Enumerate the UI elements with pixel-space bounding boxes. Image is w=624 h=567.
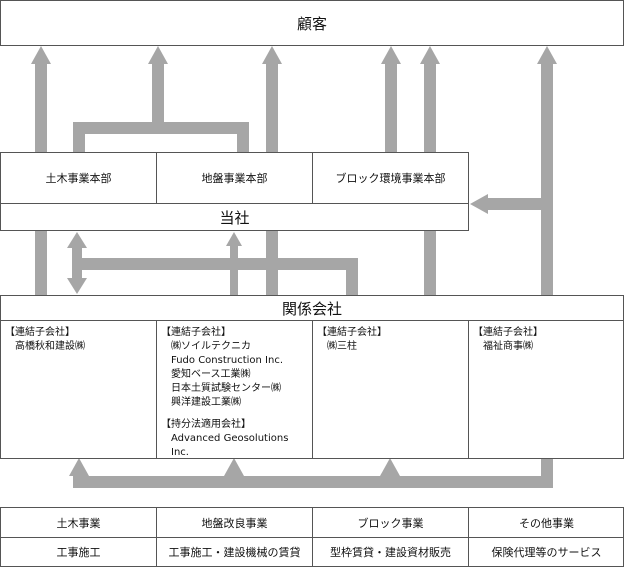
- arrow-other-to-company: [486, 198, 547, 210]
- segment-name: ブロック事業: [357, 516, 424, 530]
- elbow-left-leg: [73, 122, 85, 152]
- segment-connector: [73, 476, 553, 488]
- arrowhead-seg3: [380, 458, 400, 476]
- company-label: 当社: [219, 208, 250, 227]
- arrowhead-affiliate-customer-2: [420, 46, 440, 64]
- segment-table: 土木事業 地盤改良事業 ブロック事業 その他事業 工事施工 工事施工・建設機械の…: [0, 507, 624, 567]
- affiliate-cell-civil: 【連結子会社】 高橋秋和建設㈱: [1, 320, 156, 354]
- segment-name: 地盤改良事業: [201, 516, 268, 530]
- divider: [156, 508, 157, 566]
- affiliates-title-bar: 関係会社: [1, 296, 623, 321]
- double-arrow-shaft: [72, 246, 82, 282]
- division-label: ブロック環境事業本部: [335, 172, 446, 185]
- arrow-block-affiliate: [346, 258, 358, 296]
- elbow-right-leg: [237, 122, 249, 152]
- segment-activity: 型枠賃貸・建設資材販売: [330, 546, 451, 559]
- affiliate-cell-block: 【連結子会社】 ㈱三柱: [313, 320, 468, 354]
- affiliate-item: 日本土質試験センター㈱: [171, 383, 281, 394]
- segment-activity: 保険代理等のサービス: [491, 546, 602, 559]
- affiliates-box: 関係会社 【連結子会社】 高橋秋和建設㈱ 【連結子会社】 ㈱ソイルテクニカ Fu…: [0, 295, 624, 459]
- arrowhead-up-ground: [226, 232, 242, 246]
- affiliate-item: 愛知ベース工業㈱: [171, 369, 251, 380]
- affiliate-item: Advanced Geosolutions Inc.: [171, 433, 289, 458]
- affiliate-heading: 【連結子会社】: [317, 327, 387, 338]
- divider: [468, 320, 469, 458]
- arrow-ground-affiliate: [230, 246, 238, 296]
- divider: [312, 320, 313, 458]
- division-block: ブロック環境事業本部: [312, 152, 469, 204]
- affiliate-heading: 【連結子会社】: [5, 327, 75, 338]
- arrow-elbow-to-customer: [152, 62, 164, 124]
- affiliate-item: 高橋秋和建設㈱: [15, 341, 85, 352]
- divider: [468, 508, 469, 566]
- arrow-ground-affiliate-2: [266, 230, 278, 296]
- affiliate-item: 福祉商事㈱: [483, 341, 533, 352]
- segment-name: その他事業: [519, 516, 574, 530]
- divider: [312, 508, 313, 566]
- affiliate-cell-other: 【連結子会社】 福祉商事㈱: [469, 320, 624, 354]
- arrowhead-other-customer: [537, 46, 557, 64]
- division-label: 地盤事業本部: [201, 172, 268, 185]
- segment-activity: 工事施工・建設機械の賃貸: [168, 546, 301, 559]
- arrow-ground-to-customer: [266, 62, 278, 152]
- arrow-civil-to-customer: [35, 62, 47, 152]
- segment-name: 土木事業: [56, 516, 101, 530]
- affiliate-heading: 【連結子会社】: [161, 327, 231, 338]
- arrowhead-ground-customer: [262, 46, 282, 64]
- division-civil: 土木事業本部: [0, 152, 157, 204]
- affiliate-heading-equity: 【持分法適用会社】: [161, 419, 251, 430]
- affiliate-item: ㈱三柱: [327, 341, 357, 352]
- arrowhead-seg1: [69, 458, 89, 476]
- arrowhead-seg2: [224, 458, 244, 476]
- customer-label: 顧客: [296, 14, 327, 33]
- company-box: 当社: [0, 203, 469, 231]
- affiliate-cell-ground: 【連結子会社】 ㈱ソイルテクニカ Fudo Construction Inc. …: [157, 320, 312, 460]
- affiliates-title: 関係会社: [281, 299, 342, 318]
- affiliate-heading: 【連結子会社】: [473, 327, 543, 338]
- customer-box: 顧客: [0, 0, 624, 46]
- affiliate-item: 興洋建設工業㈱: [171, 397, 241, 408]
- arrowhead-civil-customer: [31, 46, 51, 64]
- double-arrow-up: [67, 232, 87, 248]
- arrowhead-block-customer: [381, 46, 401, 64]
- division-ground: 地盤事業本部: [156, 152, 313, 204]
- elbow-connector: [73, 122, 249, 134]
- divider: [156, 320, 157, 458]
- arrow-affiliate-civil-left: [35, 230, 47, 296]
- connector-affiliates: [82, 258, 358, 270]
- arrowhead-elbow-customer: [148, 46, 168, 64]
- affiliate-item: Fudo Construction Inc.: [171, 355, 284, 366]
- double-arrow-down: [67, 278, 87, 294]
- affiliate-item: ㈱ソイルテクニカ: [171, 341, 251, 352]
- arrowhead-other-company: [470, 194, 488, 214]
- segment-activity: 工事施工: [56, 546, 101, 559]
- division-label: 土木事業本部: [45, 172, 112, 185]
- arrow-block-to-customer: [385, 62, 397, 152]
